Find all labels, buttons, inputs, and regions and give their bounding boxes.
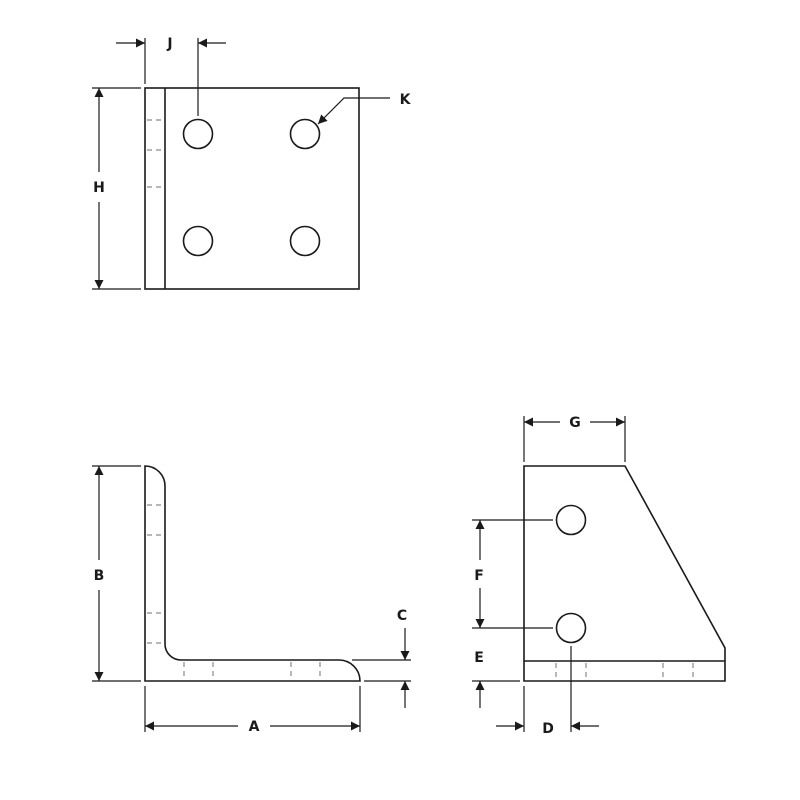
- side-gusset-outline: [523, 465, 726, 682]
- dimension-label-e: E: [474, 650, 484, 666]
- front-l-profile: [144, 465, 361, 682]
- dimension-label-a: A: [249, 719, 260, 735]
- dimension-label-f: F: [474, 568, 484, 584]
- dimension-label-d: D: [542, 721, 554, 737]
- dimension-k: K: [317, 92, 412, 125]
- dimension-label-b: B: [94, 568, 105, 584]
- dimension-label-h: H: [93, 180, 105, 196]
- dimension-e: E: [472, 650, 520, 708]
- side-hole-1: [555, 504, 587, 536]
- dimension-label-j: J: [166, 36, 172, 52]
- dimension-h: H: [92, 87, 141, 290]
- dimension-c: C: [352, 608, 411, 708]
- top-plate-outline: [144, 87, 360, 290]
- top-hole-3: [182, 225, 214, 257]
- dimension-b: B: [92, 465, 141, 682]
- side-view: G F E D: [472, 415, 726, 737]
- dimension-a: A: [144, 686, 361, 735]
- top-hidden-lines: [147, 119, 163, 188]
- top-hole-2: [289, 118, 321, 150]
- top-hole-4: [289, 225, 321, 257]
- front-view: B A C: [92, 465, 411, 735]
- dimension-label-c: C: [397, 608, 407, 624]
- dimension-j: J: [116, 36, 226, 116]
- side-hole-2: [555, 612, 587, 644]
- dimension-g: G: [523, 415, 626, 462]
- top-hole-1: [182, 118, 214, 150]
- front-hidden-lines: [147, 504, 321, 679]
- dimension-d: D: [496, 646, 599, 737]
- dimension-label-k: K: [400, 92, 412, 108]
- side-hidden-lines: [555, 663, 694, 679]
- dimension-f: F: [472, 519, 553, 629]
- dimension-label-g: G: [569, 415, 581, 431]
- top-view: J K H: [92, 36, 412, 290]
